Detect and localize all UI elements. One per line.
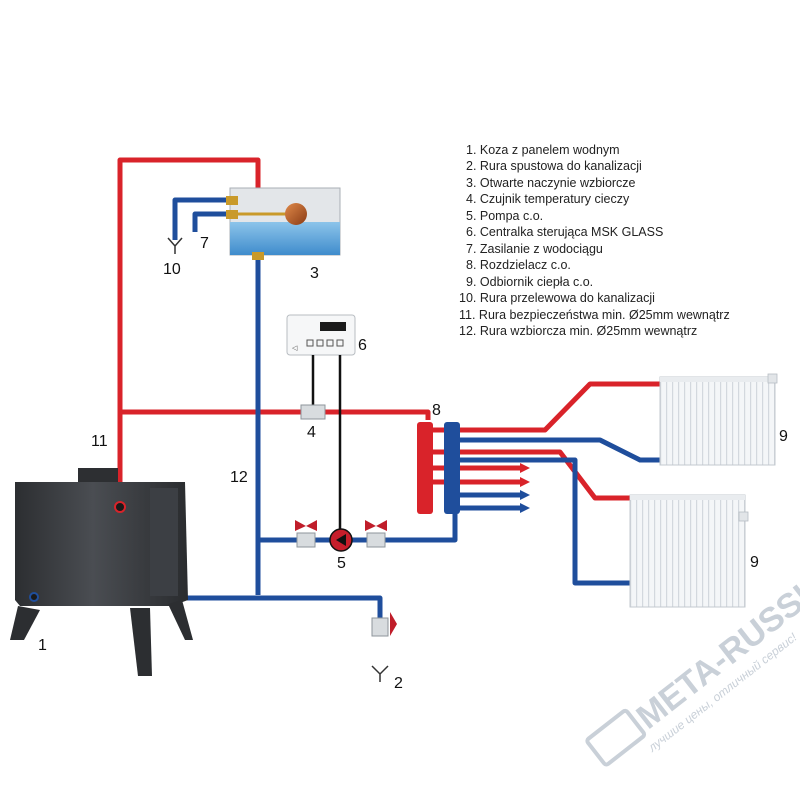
label-drain: 2: [394, 675, 403, 692]
stove-body: [15, 482, 188, 606]
label-tank: 3: [310, 265, 319, 282]
safety-pipe: [117, 157, 261, 505]
legend-item: 4. Czujnik temperatury cieczy: [466, 192, 630, 206]
stove-leg-back: [168, 600, 193, 640]
radiator-bottom-grille: [630, 495, 745, 500]
stove: [10, 468, 193, 676]
legend-item: 6. Centralka sterująca MSK GLASS: [466, 225, 663, 239]
watermark-logo-icon: [585, 708, 647, 767]
overflow-pipe: [172, 197, 230, 240]
stove-leg-front-right: [130, 608, 152, 676]
controller-cables: [311, 355, 342, 530]
legend-item: 3. Otwarte naczynie wzbiorcze: [466, 176, 636, 190]
expansion-tank: [226, 187, 341, 260]
valve-handle-right-icon: [365, 520, 376, 531]
radiator-top-body: [659, 376, 776, 466]
radiator-bottom: [629, 494, 749, 608]
label-stove: 1: [38, 637, 47, 654]
controller-logo-icon: ◁: [292, 345, 298, 352]
stove-flue: [78, 468, 118, 482]
legend-item: 9. Odbiornik ciepła c.o.: [466, 275, 593, 289]
drain-valve: [371, 612, 397, 637]
legend-item: 11. Rura bezpieczeństwa min. Ø25mm wewną…: [459, 308, 730, 322]
manifold-supply-bar: [417, 422, 433, 514]
controller-button-icon: [336, 339, 344, 347]
label-water-supply: 7: [200, 235, 209, 252]
label-sensor: 4: [307, 424, 316, 441]
drain-valve-body: [371, 617, 389, 637]
valve-left: [296, 532, 316, 548]
manifold: [417, 422, 460, 514]
legend: 1. Koza z panelem wodnym 2. Rura spustow…: [459, 143, 730, 338]
controller-button-icon: [326, 339, 334, 347]
tank-water: [230, 222, 340, 255]
return-from-radiator-bottom: [460, 457, 630, 586]
valve-handle-left-icon: [295, 520, 306, 531]
radiator-top-grille: [660, 377, 775, 382]
legend-item: 12. Rura wzbiorcza min. Ø25mm wewnątrz: [459, 324, 697, 338]
legend-item: 1. Koza z panelem wodnym: [466, 143, 620, 157]
legend-item: 7. Zasilanie z wodociągu: [466, 242, 603, 256]
radiator-bottom-body: [629, 494, 746, 608]
temperature-sensor: [300, 404, 326, 420]
overflow-fitting: [226, 196, 238, 205]
float-ball-icon: [285, 203, 307, 225]
water-supply-pipe: [192, 211, 232, 232]
drain-icon: [371, 665, 389, 682]
label-safety-pipe: 11: [91, 433, 108, 450]
stove-inlet-icon: [29, 592, 39, 602]
label-expansion-pipe: 12: [230, 469, 248, 486]
overflow-drain-icon: [167, 237, 183, 254]
drain-valve-handle-icon: [390, 612, 397, 636]
radiator-top-valve-icon: [767, 373, 778, 384]
legend-item: 8. Rozdzielacz c.o.: [466, 258, 571, 272]
manifold-return-bar: [444, 422, 460, 514]
stove-side-panel: [150, 488, 178, 596]
radiator-bottom-valve-icon: [738, 511, 749, 522]
label-pump: 5: [337, 555, 346, 572]
radiator-top: [659, 373, 778, 466]
supply-pipe: [120, 409, 431, 420]
legend-item: 2. Rura spustowa do kanalizacji: [466, 159, 642, 173]
stove-leg-front-left: [10, 606, 40, 640]
pump-arrow-icon: [336, 534, 346, 546]
label-radiator-top: 9: [779, 428, 788, 445]
pump-group: [295, 520, 387, 552]
legend-item: 10. Rura przelewowa do kanalizacji: [459, 291, 655, 305]
supply-fitting: [226, 210, 238, 219]
controller-button-icon: [306, 339, 314, 347]
pump-line-pipe: [258, 510, 458, 543]
label-manifold: 8: [432, 402, 441, 419]
label-radiator-bottom: 9: [750, 554, 759, 571]
return-from-radiator-top: [460, 437, 660, 463]
label-overflow: 10: [163, 261, 181, 278]
valve-right: [366, 532, 386, 548]
stove-outlet-icon: [114, 501, 126, 513]
component-labels: 1 2 3 4 5 6 7 8 9 9 10 11 12: [38, 235, 788, 692]
controller-display: [320, 322, 346, 331]
tank-outlet-fitting: [252, 252, 264, 260]
legend-item: 5. Pompa c.o.: [466, 209, 543, 223]
supply-to-radiator-top: [432, 381, 660, 433]
outlet-arrows: [520, 463, 530, 513]
controller-button-icon: [316, 339, 324, 347]
controller-unit: ◁: [286, 314, 356, 356]
label-controller: 6: [358, 337, 367, 354]
